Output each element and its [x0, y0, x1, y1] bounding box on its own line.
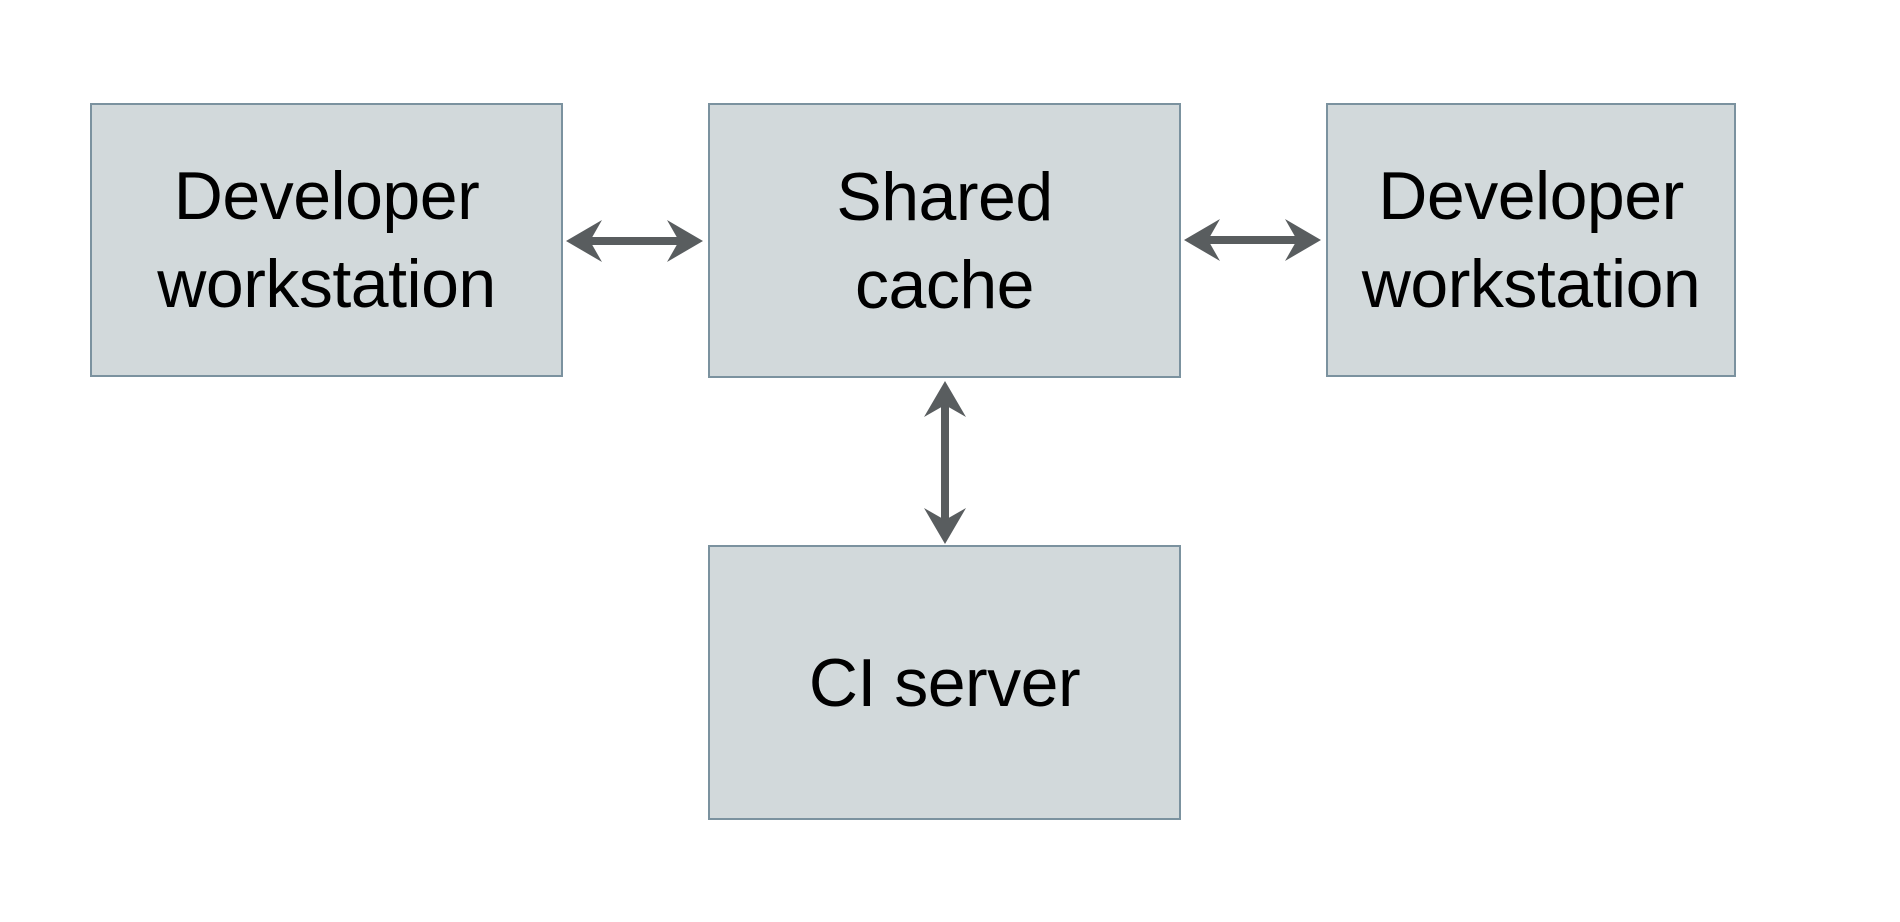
bidirectional-arrow-cache-devright [1184, 219, 1321, 261]
node-label-line: CI server [808, 644, 1081, 721]
bidirectional-arrow-cache-ciserver [924, 381, 966, 544]
node-label-line: cache [855, 246, 1034, 323]
node-shared-cache: Shared cache [708, 103, 1181, 378]
node-developer-workstation-left: Developer workstation [90, 103, 563, 377]
node-label-line: workstation [157, 246, 496, 322]
node-label-line: Shared [836, 158, 1053, 235]
node-label-line: Developer [173, 158, 480, 234]
node-label-line: workstation [1361, 246, 1701, 322]
bidirectional-arrow-devleft-cache [566, 220, 703, 262]
node-developer-workstation-right: Developer workstation [1326, 103, 1736, 377]
node-label-line: Developer [1378, 158, 1684, 234]
node-ci-server: CI server [708, 545, 1181, 820]
